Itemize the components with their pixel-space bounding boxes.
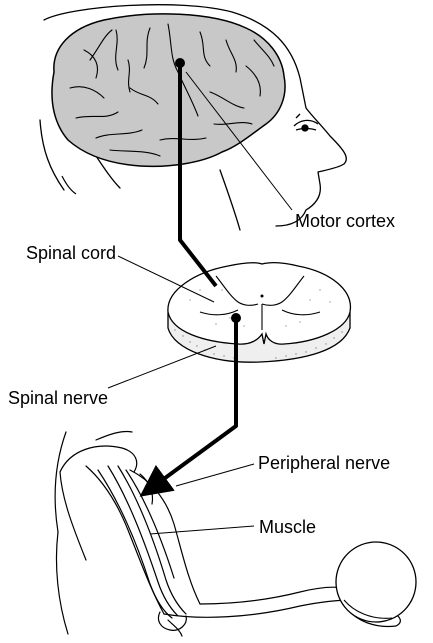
- motor-cortex-neuron-dot: [175, 58, 185, 68]
- brain-icon: [52, 14, 285, 166]
- label-spinal-nerve: Spinal nerve: [8, 389, 108, 407]
- spinal-cord-cross-section-icon: [168, 263, 351, 363]
- label-peripheral-nerve: Peripheral nerve: [258, 454, 390, 472]
- label-muscle: Muscle: [259, 518, 316, 536]
- eye-icon: [294, 114, 318, 131]
- neck-outline: [62, 176, 76, 194]
- leader-spinal-nerve: [108, 346, 216, 388]
- leader-peripheral-nerve: [176, 464, 254, 486]
- leader-muscle: [150, 526, 254, 534]
- label-motor-cortex: Motor cortex: [295, 212, 395, 230]
- label-spinal-cord: Spinal cord: [26, 244, 116, 262]
- ball-icon: [336, 542, 416, 622]
